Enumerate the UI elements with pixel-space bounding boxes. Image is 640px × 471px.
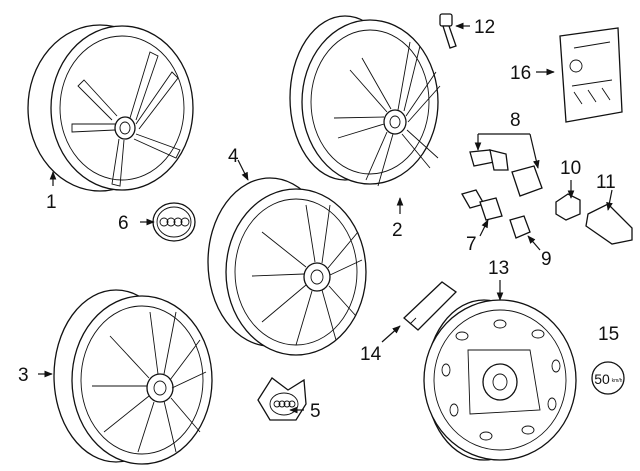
callout-12: 12 xyxy=(474,17,495,38)
wheel-2 xyxy=(289,15,441,187)
callout-1: 1 xyxy=(46,192,57,213)
callout-13: 13 xyxy=(488,258,509,279)
bolt-cap-10 xyxy=(555,193,581,221)
wheel-bolt-7 xyxy=(461,189,503,221)
tube-14 xyxy=(403,281,458,331)
callout-3: 3 xyxy=(18,365,29,386)
valve-stem-12 xyxy=(439,13,457,49)
callout-10: 10 xyxy=(560,158,581,179)
callout-labels: 1 2 3 4 5 6 7 8 9 10 11 12 13 14 15 16 xyxy=(18,17,619,422)
wheel-3 xyxy=(53,289,213,465)
speed-badge-15: 50 km/h xyxy=(591,361,625,395)
leader-lines xyxy=(38,22,613,414)
callout-9: 9 xyxy=(541,249,552,270)
badge-speed-value: 50 xyxy=(594,371,610,387)
badge-speed-unit: km/h xyxy=(612,378,623,384)
center-cap-6 xyxy=(152,202,196,242)
callout-7: 7 xyxy=(466,234,477,255)
puller-tool-11 xyxy=(585,203,633,245)
callout-16: 16 xyxy=(510,63,531,84)
spare-wheel-13 xyxy=(423,299,577,461)
callout-5: 5 xyxy=(310,401,321,422)
kit-package-16 xyxy=(559,27,623,123)
callout-4: 4 xyxy=(228,146,239,167)
callout-8: 8 xyxy=(510,110,521,131)
lock-bolt-8 xyxy=(469,149,543,197)
center-cap-5 xyxy=(257,377,307,421)
callout-15: 15 xyxy=(598,324,619,345)
callout-6: 6 xyxy=(118,213,129,234)
callout-11: 11 xyxy=(596,172,616,193)
callout-14: 14 xyxy=(360,344,382,365)
callout-2: 2 xyxy=(392,220,403,241)
wheel-nut-9 xyxy=(509,215,531,239)
wheel-4 xyxy=(207,177,367,356)
wheel-1 xyxy=(27,24,194,192)
